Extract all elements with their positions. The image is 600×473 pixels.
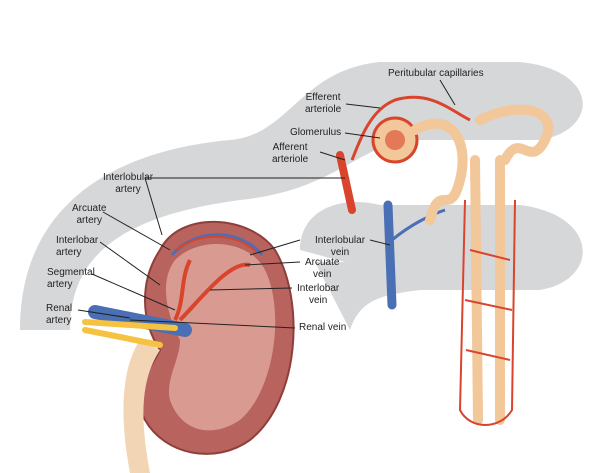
ureter <box>123 340 160 473</box>
flow-band-lower <box>300 202 583 330</box>
label-renal-vein: Renal vein <box>299 322 347 333</box>
label-peritubular-capillaries: Peritubular capillaries <box>388 68 484 79</box>
label-line: Arcuate <box>72 203 107 214</box>
label-line: vein <box>313 269 332 280</box>
afferent-artery-vessel <box>336 151 356 214</box>
label-line: Interlobar <box>56 235 99 246</box>
label-line: artery <box>115 184 141 195</box>
label-line: Renal <box>46 303 73 314</box>
segmental-arteries <box>173 259 251 322</box>
label-line: Interlobular <box>315 235 366 246</box>
vein-vessel <box>383 200 397 310</box>
peritubular-capillaries <box>458 199 516 426</box>
label-line: artery <box>46 315 72 326</box>
renal-artery-vessel <box>82 319 178 348</box>
label-line: Segmental <box>47 267 95 278</box>
label-line: vein <box>308 295 328 306</box>
efferent-arteriole-vessel <box>350 95 471 161</box>
renal-tubule <box>410 104 554 425</box>
label-line: arteriole <box>305 104 342 115</box>
label-line: vein <box>330 247 350 258</box>
kidney-medulla <box>165 243 276 431</box>
label-line: artery <box>47 279 73 290</box>
leader-lines <box>77 79 456 329</box>
label-line: artery <box>76 215 103 226</box>
label-line: Interlobular <box>103 172 154 183</box>
label-line: artery <box>56 247 82 258</box>
label-line: Interlobar <box>297 283 340 294</box>
label-line: Efferent <box>305 92 341 103</box>
label-glomerulus: Glomerulus <box>290 127 342 138</box>
label-line: Afferent <box>272 142 308 153</box>
arcuate-arteries <box>175 235 257 253</box>
label-line: arteriole <box>272 154 309 165</box>
label-line: Arcuate <box>305 257 340 268</box>
